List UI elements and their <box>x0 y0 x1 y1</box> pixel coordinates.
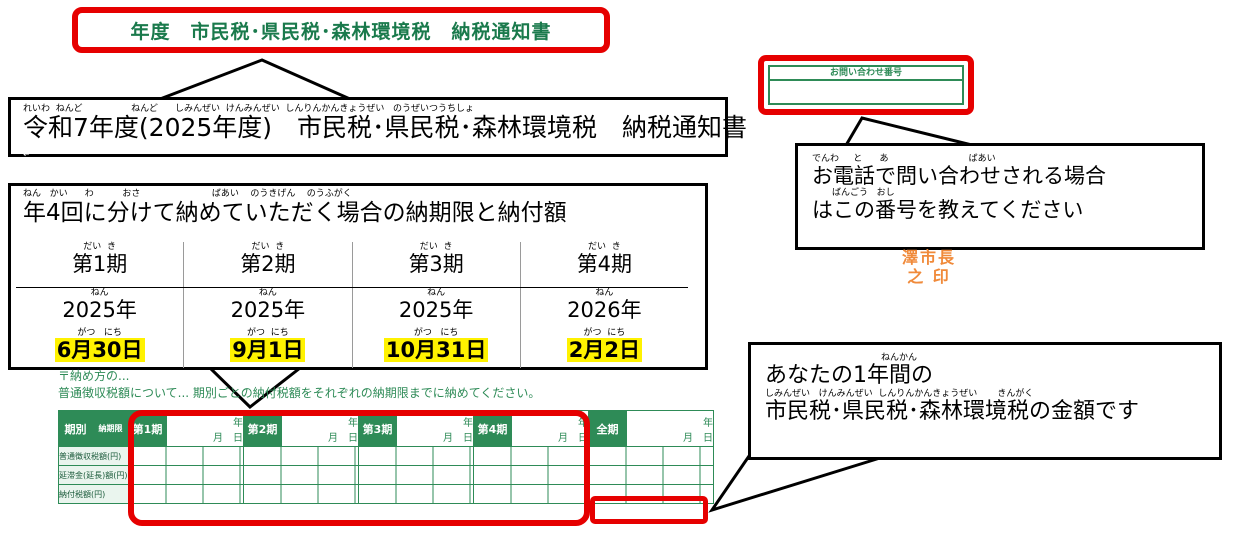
year-ruby: ねん <box>258 288 277 298</box>
period-label: 第3期 <box>408 252 464 276</box>
inquiry-number-frame: お問い合わせ番号 <box>768 65 964 105</box>
stamp-line-2: 之 印 <box>907 267 951 286</box>
annual-line-1: あなたの1年間の <box>765 363 933 388</box>
date-ruby: がつ にち <box>583 328 626 338</box>
year-ruby: ねん <box>427 288 446 298</box>
installment-period-grid: だい き 第1期 だい き 第2期 だい き 第3期 だい き 第4期 ねん 2… <box>16 242 688 368</box>
annual-total-highlight-frame <box>590 496 708 524</box>
title-callout: れいわ ねんど ねんど しみんぜい けんみんぜい しんりんかんきょうぜい のうぜ… <box>8 97 747 160</box>
form-period-full: 全期 <box>588 410 627 447</box>
due-date: 10月31日 <box>383 338 489 362</box>
date-ruby: がつ にち <box>77 328 122 338</box>
phone-line-2: はこの番号を教えてください <box>812 198 1084 222</box>
form-date-full: 年月 日 <box>626 410 714 447</box>
phone-ruby-2: ばんごう おし <box>812 188 895 198</box>
period-cell-4: だい き 第4期 <box>521 242 688 287</box>
date-ruby: がつ にち <box>247 328 289 338</box>
form-period-2: 第2期 <box>243 410 282 447</box>
form-date-2: 年月 日 <box>281 410 359 447</box>
title-callout-text: 令和7年度(2025年度) 市民税･県民税･森林環境税 納税通知書 <box>23 113 748 142</box>
period-cell-1: だい き 第1期 <box>16 242 185 287</box>
period-ruby: だい き <box>588 242 621 252</box>
form-date-1: 年月 日 <box>166 410 244 447</box>
year-cell-2: ねん 2025年 <box>184 288 353 328</box>
title-ruby: れいわ ねんど ねんど しみんぜい けんみんぜい しんりんかんきょうぜい のうぜ… <box>23 104 475 114</box>
col-period-header: 期別 <box>58 410 93 447</box>
phone-callout: でんわ と あ ばあい お電話で問い合わせされる場合 ばんごう おし はこの番号… <box>795 143 1205 250</box>
due-date: 2月2日 <box>566 338 642 362</box>
tax-amount-form-table: 期別 納期限 第1期 年月 日 第2期 年月 日 第3期 年月 日 第4期 年月… <box>58 410 714 504</box>
period-ruby: だい き <box>419 242 453 252</box>
date-cell-1: がつ にち 6月30日 <box>16 328 185 368</box>
period-year: 2025年 <box>230 298 306 322</box>
period-year: 2025年 <box>398 298 474 322</box>
form-note-1: 〒納め方の... <box>58 369 130 383</box>
top-title-text: 年度 市民税･県民税･森林環境税 納税通知書 <box>130 20 552 43</box>
annual-ruby-1: ねんかん <box>881 353 918 363</box>
date-ruby: がつ にち <box>413 328 459 338</box>
year-cell-3: ねん 2025年 <box>353 288 521 328</box>
top-title-frame: 年度 市民税･県民税･森林環境税 納税通知書 <box>72 7 610 53</box>
phone-line-1: お電話で問い合わせされる場合 <box>812 164 1106 188</box>
installment-ruby: ねん かい わ おさ ばあい のうきげん のうふがく <box>23 189 352 199</box>
year-ruby: ねん <box>90 288 109 298</box>
period-ruby: だい き <box>83 242 116 252</box>
form-note-2: 普通徴収税額について... 期別ごとの納付税額をそれぞれの納期限までに納めてくだ… <box>58 386 541 400</box>
date-cell-2: がつ にち 9月1日 <box>184 328 353 368</box>
installments-highlight-frame <box>128 410 590 526</box>
phone-ruby-1: でんわ と あ ばあい <box>812 154 996 164</box>
installment-callout: ねん かい わ おさ ばあい のうきげん のうふがく 年4回に分けて納めていただ… <box>8 183 708 370</box>
period-cell-3: だい き 第3期 <box>353 242 521 287</box>
installment-heading: 年4回に分けて納めていただく場合の納期限と納付額 <box>23 200 567 226</box>
year-cell-4: ねん 2026年 <box>521 288 688 328</box>
paragraph-mark: ↵ <box>571 213 580 223</box>
paragraph-mark: ↵ <box>1083 210 1091 220</box>
period-cell-2: だい き 第2期 <box>184 242 353 287</box>
period-year: 2026年 <box>567 298 642 322</box>
date-cell-4: がつ にち 2月2日 <box>521 328 688 368</box>
annual-callout: ねんかん あなたの1年間の しみんぜい けんみんぜい しんりんかんきょうぜい き… <box>748 342 1222 460</box>
annual-ruby-2: しみんぜい けんみんぜい しんりんかんきょうぜい きんがく <box>765 389 1034 399</box>
form-row-label: 普通徴収税額(円) <box>58 446 129 466</box>
year-cell-1: ねん 2025年 <box>16 288 185 328</box>
mayor-seal-stamp: 澤市長 之 印 <box>893 248 965 288</box>
year-ruby: ねん <box>595 288 614 298</box>
period-label: 第2期 <box>240 252 296 276</box>
form-row-label: 延滞金(延長)額(円) <box>58 465 129 485</box>
date-cell-3: がつ にち 10月31日 <box>353 328 521 368</box>
period-year: 2025年 <box>62 298 137 322</box>
form-row-label: 納付税額(円) <box>58 484 129 504</box>
title-callout-tail <box>159 58 351 101</box>
period-ruby: だい き <box>251 242 285 252</box>
inquiry-number-box: お問い合わせ番号 <box>758 55 974 115</box>
stamp-line-1: 澤市長 <box>901 248 956 267</box>
period-label: 第1期 <box>71 252 128 276</box>
due-date: 6月30日 <box>54 338 145 362</box>
period-label: 第4期 <box>576 252 633 276</box>
col-due-header: 納期限 <box>92 410 129 447</box>
due-date: 9月1日 <box>230 338 306 362</box>
paragraph-mark: ↵ <box>23 150 31 160</box>
paragraph-mark: ↵ <box>1139 411 1147 421</box>
inquiry-number-label: お問い合わせ番号 <box>770 67 962 81</box>
annual-line-2: 市民税･県民税･森林環境税の金額です <box>765 399 1140 424</box>
